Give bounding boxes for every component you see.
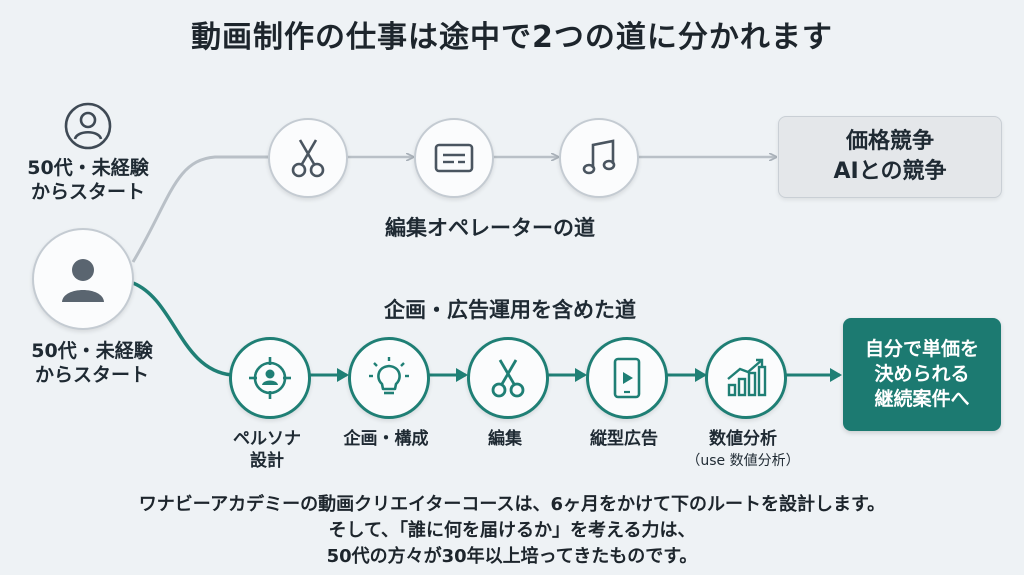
step-sublabel-analysis: （use 数値分析） — [686, 453, 800, 469]
bar-chart-icon — [727, 358, 767, 397]
editing-outcome-box: 価格競争 AIとの競争 — [778, 116, 1002, 198]
lower-branch-line — [132, 281, 233, 377]
planning-step-idea — [348, 337, 430, 419]
step-label-idea: 企画・構成 — [343, 429, 429, 449]
scissors-icon — [291, 139, 325, 178]
step-label-persona: ペルソナ 設計 — [233, 429, 301, 471]
step-label-vertical-ad: 縦型広告 — [590, 429, 658, 449]
planning-path-label: 企画・広告運用を含めた道 — [384, 298, 636, 322]
footer-text: ワナビーアカデミーの動画クリエイターコースは、6ヶ月をかけて下のルートを設計しま… — [138, 494, 886, 567]
person-icon — [62, 259, 104, 302]
start-label-upper: 50代・未経験 からスタート — [27, 157, 149, 203]
tablet-video-icon — [613, 357, 641, 399]
start-person-node — [32, 228, 134, 330]
planning-step-persona — [229, 337, 311, 419]
editing-step-editor — [414, 118, 494, 198]
step-label-editing: 編集 — [488, 429, 522, 449]
page-title: 動画制作の仕事は途中で2つの道に分かれます — [191, 20, 833, 55]
planning-step-analysis — [705, 337, 787, 419]
start-label-lower: 50代・未経験 からスタート — [31, 340, 153, 386]
editing-path-label: 編集オペレーターの道 — [385, 216, 595, 240]
upper-branch-line — [131, 155, 268, 263]
step-label-analysis: 数値分析 （use 数値分析） — [668, 428, 818, 472]
planning-step-editing — [467, 337, 549, 419]
person-outline-icon — [63, 101, 113, 151]
music-note-icon — [582, 139, 616, 175]
video-editor-icon — [434, 143, 474, 173]
editing-step-scissors — [268, 118, 348, 198]
scissors-icon — [491, 359, 525, 398]
persona-target-icon — [249, 357, 291, 399]
planning-step-vertical-ad — [586, 337, 668, 419]
planning-outcome-box: 自分で単価を 決められる 継続案件へ — [843, 318, 1001, 431]
editing-step-music — [559, 118, 639, 198]
lightbulb-icon — [369, 357, 409, 395]
